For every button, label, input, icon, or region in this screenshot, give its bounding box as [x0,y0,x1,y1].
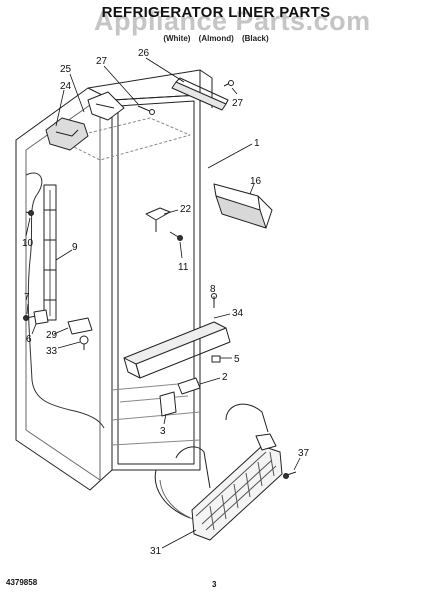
callout-27-top: 27 [96,56,108,67]
callout-31: 31 [150,546,162,557]
drain-trough-part[interactable] [123,321,231,379]
color-options: (White) (Almond) (Black) [163,34,269,43]
callout-24: 24 [60,81,72,92]
callout-22: 22 [180,204,192,215]
crisper-frame-part[interactable] [191,433,283,541]
shelf-ladder-part[interactable] [43,184,57,321]
light-housing-part[interactable] [45,91,125,151]
callout-5: 5 [234,354,240,365]
leader-lines [25,57,301,549]
callout-8: 8 [210,284,216,295]
crisper-slides-part[interactable] [154,403,269,521]
callout-10: 10 [22,238,34,249]
page-number: 3 [212,580,217,589]
callout-labels: 25 27 26 24 27 1 16 22 10 9 11 7 8 34 6 … [22,48,310,557]
screw-10[interactable] [25,210,35,216]
document-number: 4379858 [6,578,38,587]
bracket-3[interactable] [159,391,177,417]
callout-11: 11 [178,262,189,273]
clip-5[interactable] [211,355,221,363]
callout-34: 34 [232,308,244,319]
callout-1: 1 [254,138,260,149]
light-socket-part[interactable] [67,317,93,350]
screw-27b[interactable] [223,80,234,87]
callout-7: 7 [24,292,30,303]
door-stop-part[interactable] [33,309,49,325]
callout-37: 37 [298,448,310,459]
callout-16: 16 [250,176,262,187]
screw-11[interactable] [169,231,183,241]
callout-9: 9 [72,242,78,253]
callout-2: 2 [222,372,228,383]
callout-29: 29 [46,330,58,341]
diagram-title: REFRIGERATOR LINER PARTS [101,4,331,21]
light-shield-part[interactable] [171,77,229,111]
callout-3: 3 [160,426,166,437]
callout-26: 26 [138,48,150,59]
callout-25: 25 [60,64,72,75]
callout-27-right: 27 [232,98,244,109]
callout-33: 33 [46,346,58,357]
callout-6: 6 [26,334,32,345]
bracket-2[interactable] [177,377,201,395]
screw-37[interactable] [283,471,297,479]
screw-27a[interactable] [137,105,155,115]
watermark: Appliance Parts.com [94,6,371,36]
crisper-cover-part[interactable] [213,183,273,229]
support-bracket-part[interactable] [145,207,171,232]
